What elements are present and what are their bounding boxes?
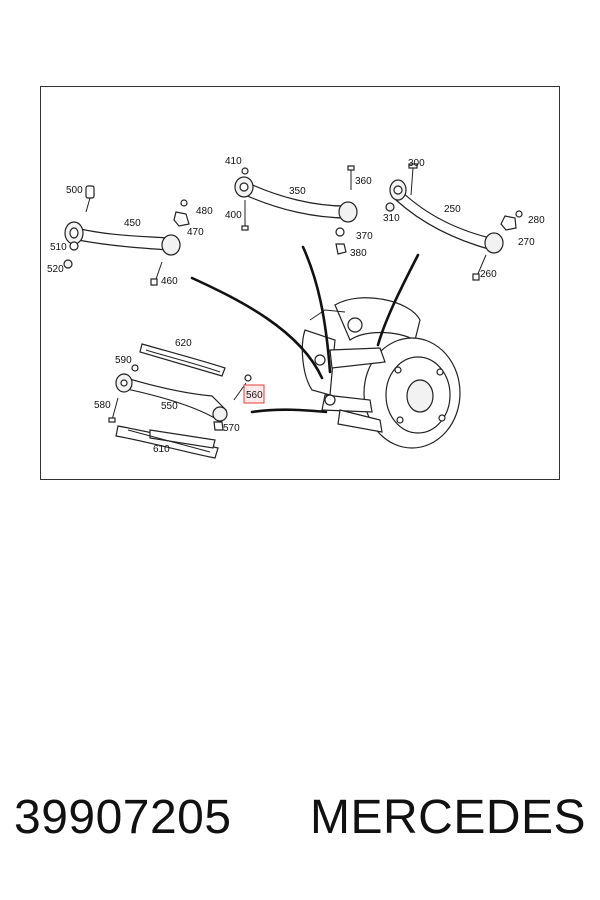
label-610: 610 bbox=[153, 444, 170, 455]
label-550: 550 bbox=[161, 401, 178, 412]
control-arm-550 bbox=[108, 364, 252, 431]
label-300: 300 bbox=[408, 158, 425, 169]
wheel-hub-assembly bbox=[301, 297, 461, 449]
assembly-arrows bbox=[190, 245, 420, 414]
label-310: 310 bbox=[383, 213, 400, 224]
part-labels: 410 300 500 350 360 480 400 250 450 310 … bbox=[47, 156, 545, 455]
label-370: 370 bbox=[356, 231, 373, 242]
label-480: 480 bbox=[196, 206, 213, 217]
label-450: 450 bbox=[124, 218, 141, 229]
label-250: 250 bbox=[444, 204, 461, 215]
cover-610 bbox=[115, 425, 219, 459]
label-620: 620 bbox=[175, 338, 192, 349]
cover-620 bbox=[139, 343, 226, 377]
label-380: 380 bbox=[350, 248, 367, 259]
label-470: 470 bbox=[187, 227, 204, 238]
control-arm-450 bbox=[63, 185, 190, 286]
label-260: 260 bbox=[480, 269, 497, 280]
label-270: 270 bbox=[518, 237, 535, 248]
label-400: 400 bbox=[225, 210, 242, 221]
label-460: 460 bbox=[161, 276, 178, 287]
label-580: 580 bbox=[94, 400, 111, 411]
highlight-box-560 bbox=[243, 384, 265, 404]
label-560: 560 bbox=[246, 390, 263, 401]
control-arm-250 bbox=[385, 163, 523, 281]
diagram-frame bbox=[40, 86, 560, 480]
footer: 39907205 MERCEDES bbox=[0, 790, 600, 870]
part-number: 39907205 bbox=[14, 791, 232, 844]
label-410: 410 bbox=[225, 156, 242, 167]
label-350: 350 bbox=[289, 186, 306, 197]
label-360: 360 bbox=[355, 176, 372, 187]
label-590: 590 bbox=[115, 355, 132, 366]
label-520: 520 bbox=[47, 264, 64, 275]
label-280: 280 bbox=[528, 215, 545, 226]
label-510: 510 bbox=[50, 242, 67, 253]
brand-name: MERCEDES bbox=[310, 791, 587, 844]
label-500: 500 bbox=[66, 185, 83, 196]
control-arm-350 bbox=[234, 165, 358, 255]
label-570: 570 bbox=[223, 423, 240, 434]
